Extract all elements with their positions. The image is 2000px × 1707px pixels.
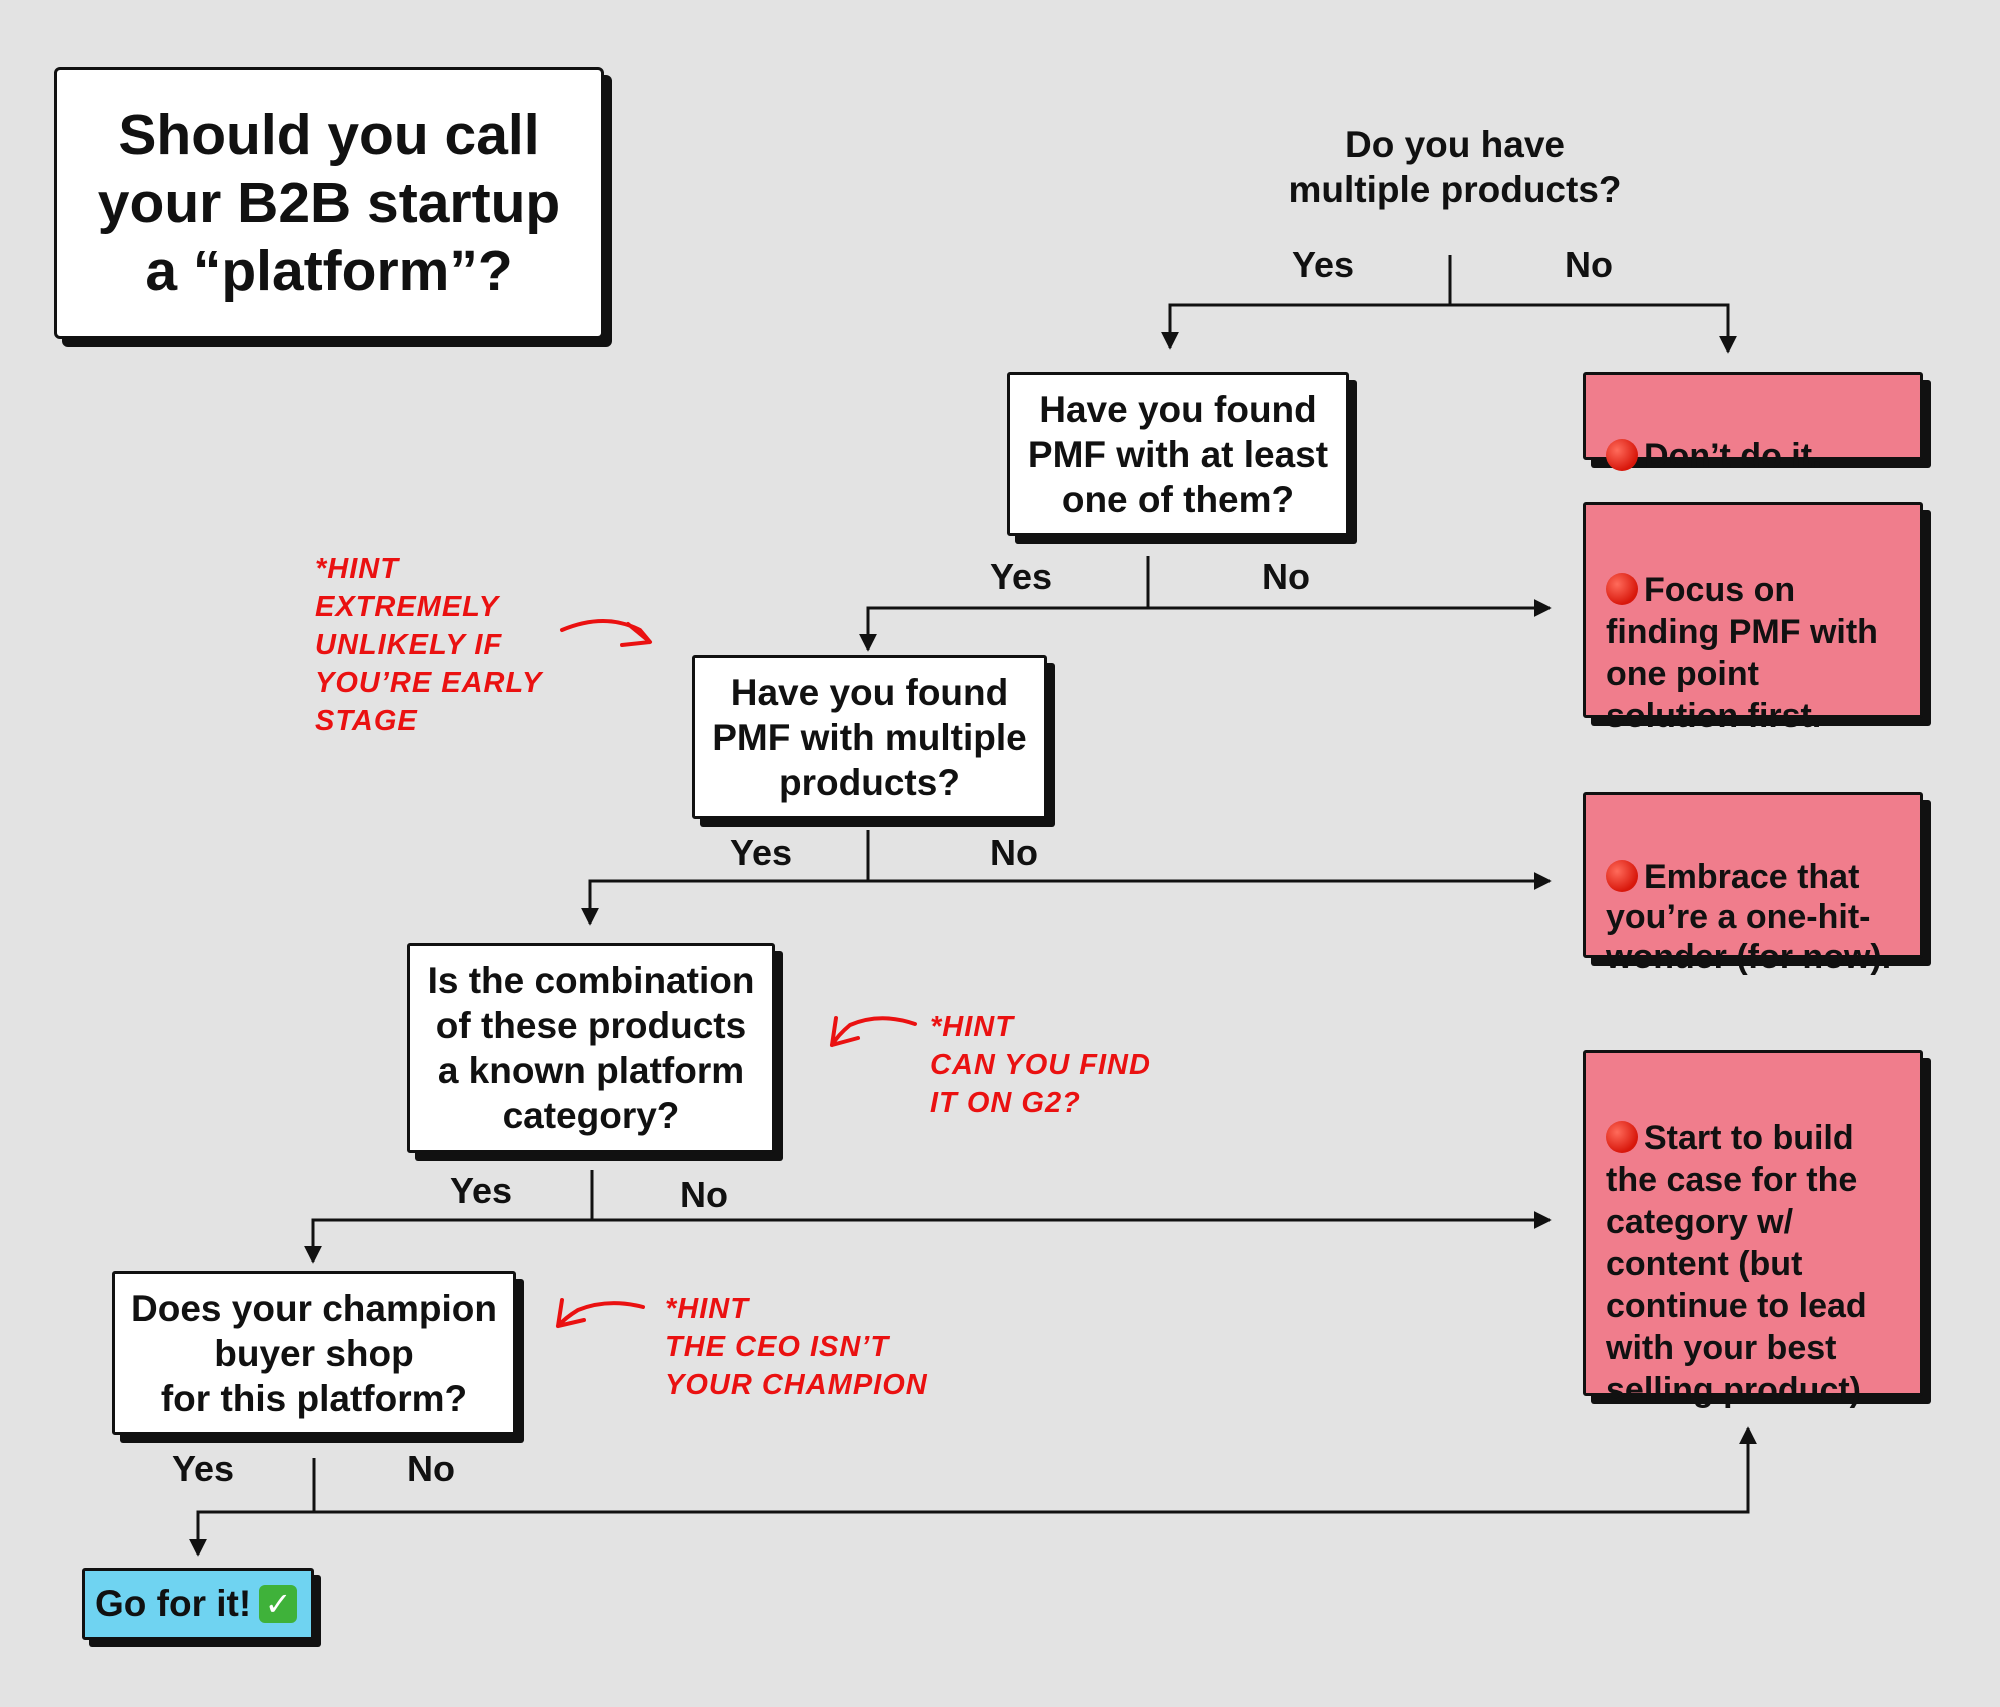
stop-sign-icon	[1606, 860, 1638, 892]
outcome-build-category-case-text: Start to build the case for the category…	[1606, 1119, 1867, 1409]
hint-early-stage: *Hint Extremely unlikely if you’re early…	[315, 553, 543, 737]
connector-q1-no	[1450, 303, 1737, 354]
connector-q5-no	[314, 1426, 1757, 1514]
hint-arrow-1	[560, 619, 652, 647]
q5-yes-label: Yes	[172, 1448, 235, 1489]
connector-q4-yes	[304, 1218, 592, 1264]
outcome-dont-do-it-text: Don’t do it.	[1644, 437, 1822, 475]
outcome-focus-pmf-text: Focus on finding PMF with one point solu…	[1606, 571, 1878, 735]
q1-no-label: No	[1565, 244, 1613, 285]
question-champion-buyer-shops: Does your champion buyer shop for this p…	[112, 1271, 516, 1435]
outcome-one-hit-wonder: Embrace that you’re a one-hit- wonder (f…	[1583, 792, 1923, 976]
connector-q2-yes	[859, 606, 1148, 652]
outcome-dont-do-it: Don’t do it.	[1583, 372, 1923, 475]
stop-sign-icon	[1606, 1121, 1638, 1153]
q4-no-label: No	[680, 1174, 728, 1215]
outcome-go-for-it: Go for it!✓	[82, 1568, 314, 1640]
stop-sign-icon	[1606, 573, 1638, 605]
q3-no-label: No	[990, 832, 1038, 873]
question-known-platform-category: Is the combination of these products a k…	[407, 943, 775, 1153]
q2-yes-label: Yes	[990, 556, 1053, 597]
outcome-one-hit-wonder-text: Embrace that you’re a one-hit- wonder (f…	[1606, 858, 1892, 976]
q1-yes-label: Yes	[1292, 244, 1355, 285]
question-pmf-multiple-products: Have you found PMF with multiple product…	[692, 655, 1047, 819]
stop-sign-icon	[1606, 439, 1638, 471]
connector-q3-yes	[581, 879, 868, 926]
q5-no-label: No	[407, 1448, 455, 1489]
connector-q1-yes	[1161, 303, 1450, 350]
question-pmf-one-product: Have you found PMF with at least one of …	[1007, 372, 1349, 536]
outcome-build-category-case: Start to build the case for the category…	[1583, 1050, 1923, 1409]
q3-yes-label: Yes	[730, 832, 793, 873]
hint-ceo-not-champion: *Hint The CEO isn’t your champion	[665, 1293, 928, 1401]
hint-arrow-2	[830, 1016, 917, 1047]
check-mark-icon: ✓	[259, 1585, 298, 1623]
page-title: Should you call your B2B startup a “plat…	[54, 67, 604, 339]
question-multiple-products: Do you have multiple products?	[1288, 124, 1622, 210]
hint-arrow-3	[556, 1298, 645, 1328]
hint-find-on-g2: *Hint Can you find it on G2?	[930, 1011, 1151, 1119]
outcome-go-for-it-text: Go for it!	[95, 1583, 252, 1624]
outcome-focus-pmf: Focus on finding PMF with one point solu…	[1583, 502, 1923, 735]
q4-yes-label: Yes	[450, 1170, 513, 1211]
connector-q5-yes	[189, 1510, 314, 1557]
q2-no-label: No	[1262, 556, 1310, 597]
